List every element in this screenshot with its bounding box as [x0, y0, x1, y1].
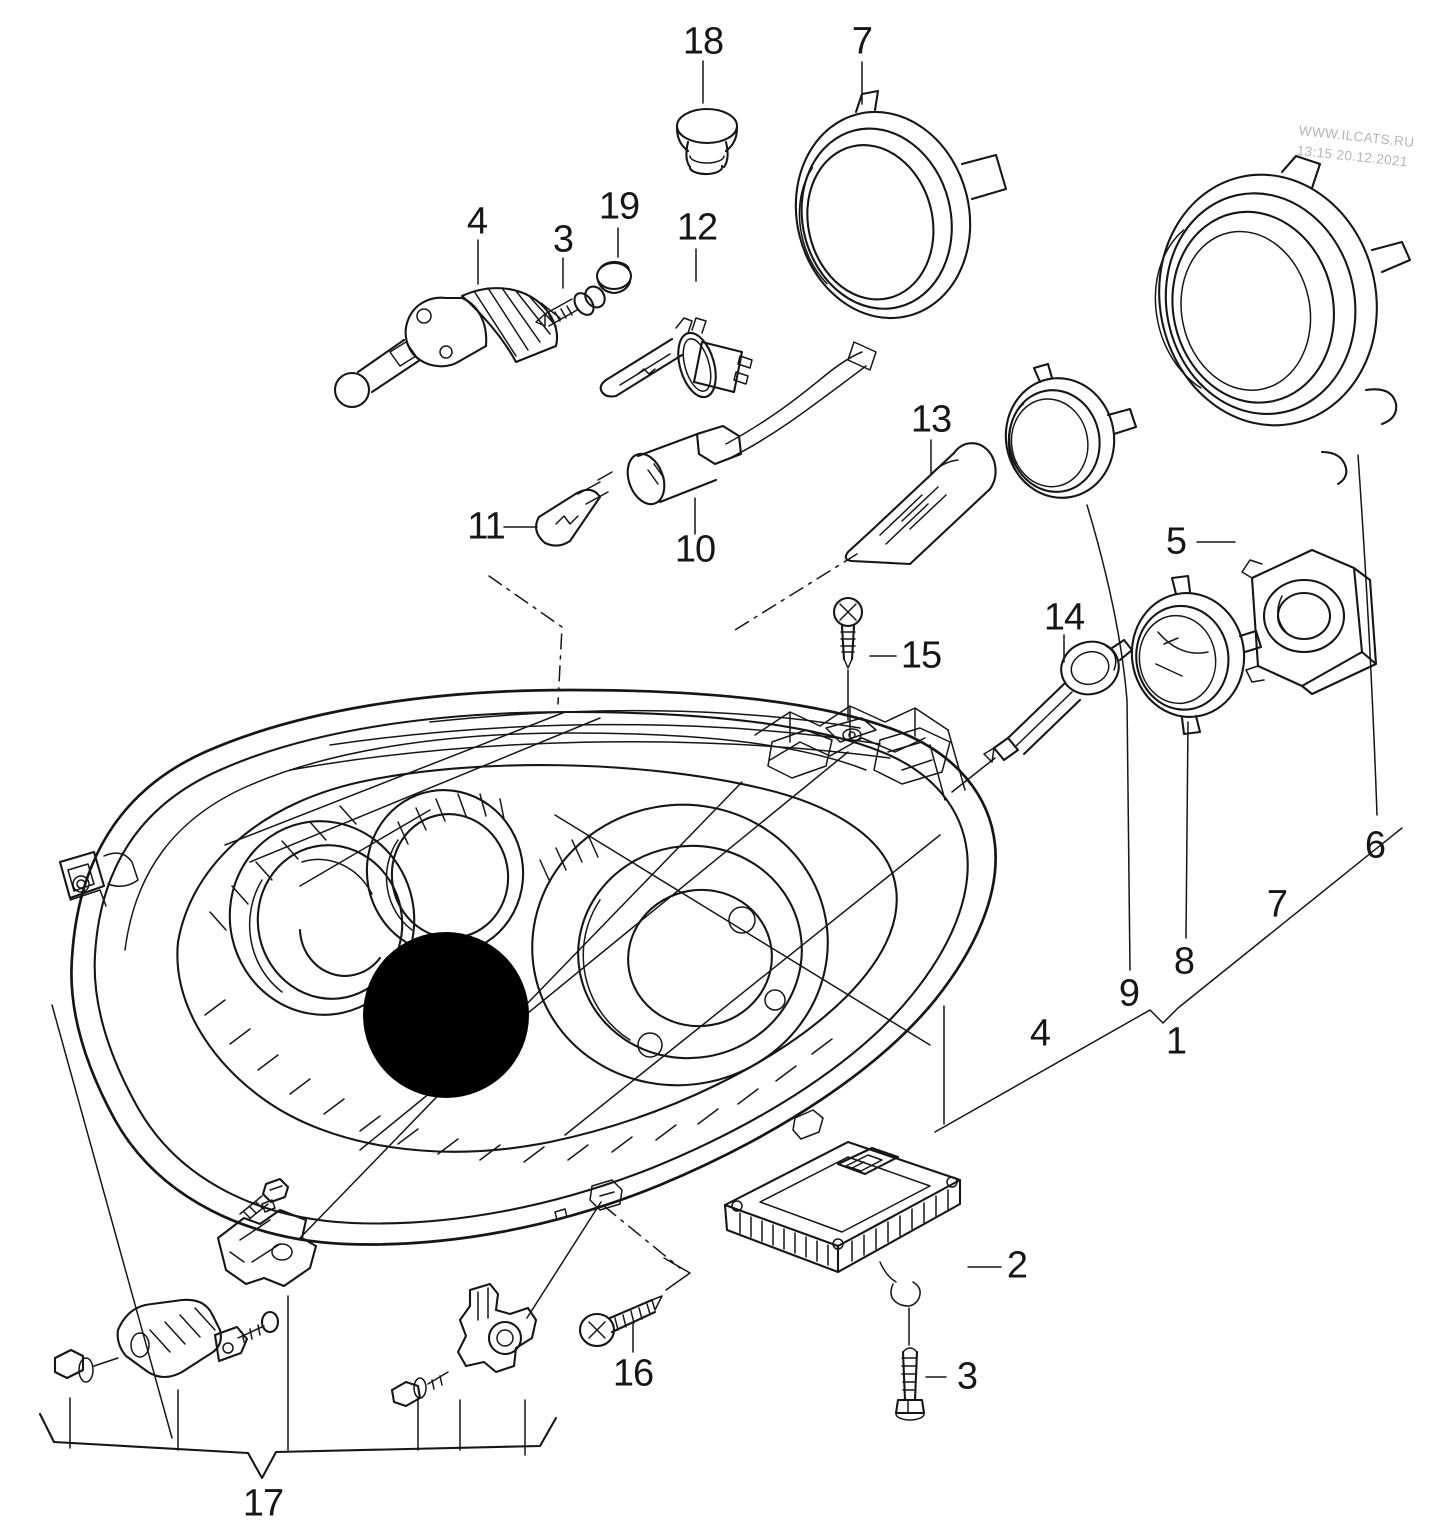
callout-7-right: 7: [1266, 883, 1288, 926]
callout-3-top: 3: [552, 218, 574, 261]
part-9-ring: [1004, 362, 1138, 971]
part-10-socket: [626, 341, 877, 535]
brace-17: [38, 1412, 558, 1480]
callout-5: 5: [1165, 520, 1187, 563]
part-3-screw-bottom: [894, 1307, 947, 1421]
alignment-lines: [488, 553, 858, 1269]
alignment-arrow: [663, 1257, 691, 1291]
callout-10: 10: [674, 528, 716, 571]
ballast-fins: [739, 1189, 949, 1266]
callout-1: 1: [1165, 1020, 1187, 1063]
callout-6: 6: [1364, 824, 1386, 867]
part-5-igniter-housing: [1196, 541, 1378, 696]
callout-3-bottom: 3: [956, 1355, 978, 1398]
part-19-cap: [595, 227, 633, 295]
callout-18: 18: [682, 20, 724, 63]
callout-14: 14: [1043, 596, 1085, 639]
part-3-screw-top: [535, 257, 606, 327]
part-11-wedge-bulb: [503, 471, 613, 547]
hatching-upper-left: [209, 805, 357, 931]
redaction-circle: [363, 932, 529, 1098]
callout-13: 13: [910, 398, 952, 441]
callout-2: 2: [1006, 1244, 1028, 1287]
bracket-left: [53, 1298, 280, 1451]
part-14-xenon-bulb: [951, 634, 1134, 793]
part-6-retaining-ring: [1154, 154, 1412, 816]
bottom-tabs: [261, 1109, 824, 1221]
part-8-bayonet-ring: [1130, 574, 1263, 939]
bracket-right: [390, 1282, 538, 1456]
rear-housing: [754, 705, 966, 801]
callout-4-right: 4: [1029, 1012, 1051, 1055]
callout-11: 11: [467, 505, 505, 548]
part-2-ballast: [723, 1140, 1002, 1307]
callout-15: 15: [900, 634, 942, 677]
callout-8: 8: [1173, 940, 1195, 983]
callout-4-top: 4: [466, 200, 488, 243]
right-projector-bore: [531, 803, 941, 1136]
part-17-bracket-group: [38, 1177, 558, 1480]
part-15-screw: [825, 596, 897, 743]
bracket-upper: [216, 1177, 318, 1451]
assembly-1-bracket: [934, 827, 1403, 1133]
headlamp-assembly: [58, 688, 997, 1246]
part-7-seal-ring: [794, 61, 1008, 320]
part-4-bulb-holder: [333, 239, 561, 409]
hatching-lower-lip: [204, 999, 833, 1163]
part-16-screw: [578, 1295, 663, 1353]
part-18-cap: [675, 60, 739, 176]
callout-12: 12: [676, 206, 718, 249]
callout-16: 16: [612, 1352, 654, 1395]
callout-17: 17: [242, 1482, 284, 1525]
part-13-tubular-bulb: [844, 439, 997, 566]
callout-7-top: 7: [851, 20, 873, 63]
hatching-middle-ring: [397, 793, 599, 883]
callout-19: 19: [598, 185, 640, 228]
callout-9: 9: [1118, 972, 1140, 1015]
left-mount-tab: [58, 850, 139, 907]
part-12-h7-bulb: [599, 248, 753, 399]
